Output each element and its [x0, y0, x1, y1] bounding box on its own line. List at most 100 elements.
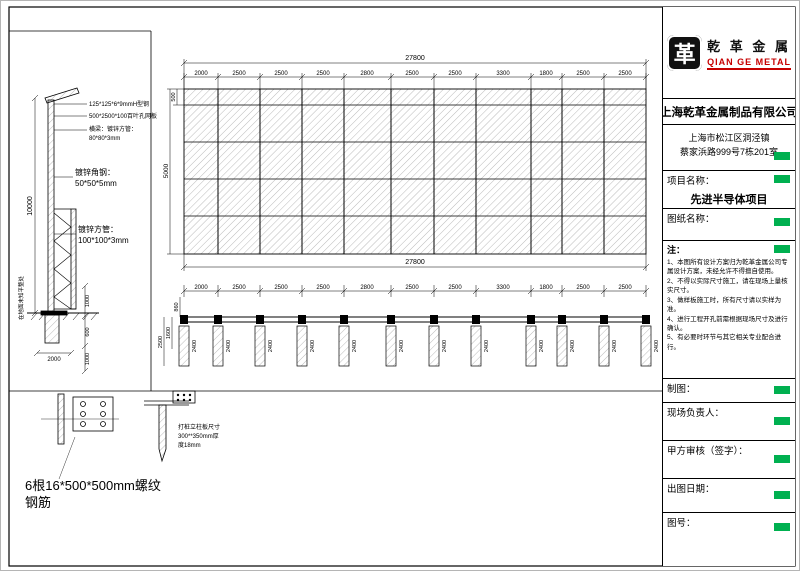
drawing-number-label: 图号： [667, 518, 696, 529]
logo-text: 乾 革 金 属 QIAN GE METAL [707, 36, 791, 70]
dim-seg: 2500 [274, 285, 288, 291]
dim-seg: 2500 [448, 285, 462, 291]
dim-seg: 2800 [360, 285, 374, 291]
highlight-marker [774, 417, 790, 425]
dim-post-2000: 2000 [47, 357, 61, 363]
elevation-left-dimensions [167, 88, 184, 255]
drawing-name-cell: 图纸名称： [663, 209, 795, 241]
notes-cell: 注： 1、本图所有设计方案归为乾革金属公司专属设计方案，未经允许不得擅自使用。 … [663, 241, 795, 379]
highlight-marker [774, 455, 790, 463]
company-address: 上海市松江区洞泾镇 蔡家浜路999号7栋201室 [663, 125, 795, 171]
dim-footing: 2400 [442, 340, 448, 352]
dim-seg: 2500 [316, 285, 330, 291]
dim-plan-left: 2500 [158, 336, 164, 348]
dim-seg: 2500 [448, 71, 462, 77]
title-block: 革 乾 革 金 属 QIAN GE METAL 上海乾革金属制品有限公司 上海市… [662, 7, 795, 566]
issue-date-label: 出图日期： [667, 484, 715, 495]
dim-post-600: 600 [85, 327, 91, 336]
annotation-angle-steel-size: 50*50*5mm [75, 179, 117, 188]
dim-plan-total: 27800 [405, 259, 425, 266]
annotation-crossbeam-size: 80*80*3mm [89, 136, 120, 142]
annotation-louver-panel: 500*2500*100百叶孔网板 [89, 112, 157, 120]
logo-company-name-en: QIAN GE METAL [707, 57, 791, 70]
dim-plan-left: 860 [174, 302, 180, 311]
annotation-square-tube-size: 100*100*3mm [78, 236, 129, 245]
plan-segment-dimensions [180, 285, 650, 297]
dim-seg: 2000 [194, 285, 208, 291]
dim-footing: 2400 [484, 340, 490, 352]
note-3: 3、做样板施工时，所有尺寸请以实样为准。 [667, 296, 782, 314]
baseplate-detail [41, 393, 119, 480]
rebar-caption-line2: 钢筋 [25, 495, 51, 510]
dim-footing: 2400 [192, 340, 198, 352]
highlight-marker [774, 175, 790, 183]
client-review-label: 甲方审核（签字）： [667, 446, 748, 457]
plan-posts [180, 315, 650, 324]
post-detail-view [27, 87, 99, 375]
plan-left-dimensions [163, 297, 181, 366]
dim-footing: 2400 [612, 340, 618, 352]
dim-plan-left: 1600 [166, 327, 172, 339]
company-name: 上海乾革金属制品有限公司 [663, 99, 795, 125]
dim-seg: 3300 [496, 285, 510, 291]
company-logo: 革 乾 革 金 属 QIAN GE METAL [663, 7, 795, 99]
site-manager-cell: 现场负责人： [663, 403, 795, 441]
issue-date-cell: 出图日期： [663, 479, 795, 513]
dim-seg: 2500 [576, 285, 590, 291]
dim-seg: 1800 [539, 71, 553, 77]
plan-footings [178, 325, 652, 367]
elevation-view [183, 88, 647, 255]
project-name-value: 先进半导体项目 [690, 194, 768, 206]
annotation-square-tube: 镀锌方管： [78, 224, 118, 234]
elevation-top-dimensions [180, 59, 650, 89]
dim-footing: 2400 [352, 340, 358, 352]
annotation-crossbeam: 横梁：镀锌方管： [89, 125, 137, 133]
plan-view [178, 315, 652, 367]
elevation-bottom-dimension [180, 254, 650, 271]
dim-seg: 2500 [405, 71, 419, 77]
dim-footing: 2400 [570, 340, 576, 352]
dim-footing: 2400 [226, 340, 232, 352]
site-manager-label: 现场负责人： [667, 408, 725, 419]
dim-post-1000b: 1000 [85, 353, 91, 365]
dim-footing: 2400 [310, 340, 316, 352]
dim-seg: 2500 [232, 71, 246, 77]
region-dividers [9, 30, 662, 392]
logo-glyph: 革 [673, 41, 696, 67]
client-review-cell: 甲方审核（签字）： [663, 441, 795, 479]
dim-seg: 2500 [316, 71, 330, 77]
project-name-label: 项目名称： [667, 176, 715, 187]
notes-label: 注： [667, 245, 686, 255]
dim-footing: 2400 [539, 340, 545, 352]
note-5: 5、有必要时环节与其它相关专业配合进行。 [667, 334, 782, 351]
dim-post-1000a: 1000 [85, 295, 91, 307]
highlight-marker [774, 386, 790, 394]
sheet-frame [8, 6, 796, 567]
highlight-marker [774, 152, 790, 160]
dim-seg: 3300 [496, 71, 510, 77]
pile-note-line1: 打桩立柱板尺寸 [178, 423, 220, 431]
highlight-marker [774, 491, 790, 499]
dim-footing: 2400 [399, 340, 405, 352]
dim-seg: 2000 [194, 71, 208, 77]
note-1: 1、本图所有设计方案归为乾革金属公司专属设计方案，未经允许不得擅自使用。 [667, 259, 788, 276]
pile-note-line3: 度18mm [178, 441, 201, 449]
dim-elevation-total: 27800 [405, 55, 425, 62]
highlight-marker [774, 523, 790, 531]
note-2: 2、不得以实际尺寸施工，请在现场上量核实尺寸。 [667, 277, 788, 295]
drawing-name-label: 图纸名称： [667, 214, 715, 225]
pile-detail [144, 390, 196, 463]
dim-seg: 2500 [576, 71, 590, 77]
dim-footing: 2400 [654, 340, 660, 352]
dim-seg: 2500 [618, 71, 632, 77]
dim-post-height: 10000 [27, 196, 34, 216]
address-line-1: 上海市松江区洞泾镇 [688, 133, 770, 143]
logo-company-name-cn: 乾 革 金 属 [707, 38, 791, 54]
dim-top-band: 500 [171, 92, 177, 101]
drawing-number-cell: 图号： [663, 513, 795, 566]
draft-by-cell: 制图： [663, 379, 795, 403]
dim-seg: 2500 [274, 71, 288, 77]
dim-seg: 2500 [618, 285, 632, 291]
